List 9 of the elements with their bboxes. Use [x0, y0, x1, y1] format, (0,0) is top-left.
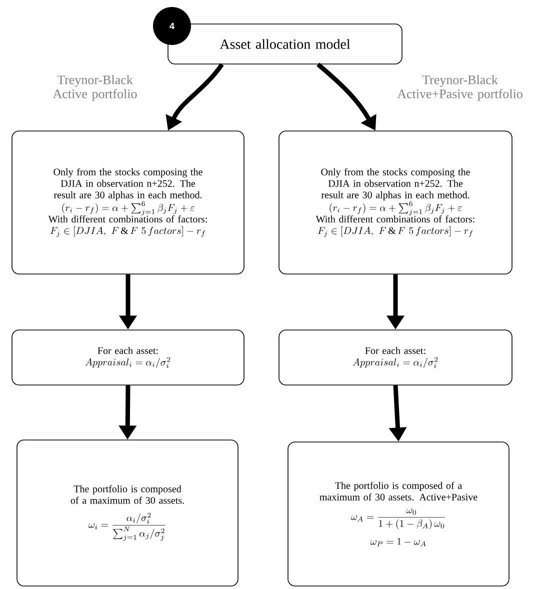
step-badge: 4 — [153, 7, 191, 45]
process-box: Only from the stocks composing the DJIA in observation n+252. The result are 30 alphas in each method. $\left(r_i - r_f\right) = \alpha + \textstyle\sum_{j=1}^{6}\beta_j F_j + \varepsilon$ With different combinations of factors: $F_j \in \left[DJIA,\ F\,\&\,F\ 5\,factors\right] - r_f$ — [278, 130, 512, 274]
edge-label: Treynor-Black Active portfolio — [52, 75, 137, 101]
process-box: The portfolio is composed of a maximum of 30 assets. $\omega_i = \frac{\alpha_i/\sigma_i^2}{\sum_{j=1}^{N}\alpha_j/\sigma_j^2}$ — [16, 440, 238, 586]
edge-label: Treynor-Black Active+Pasive portfolio — [397, 75, 522, 101]
process-box: Only from the stocks composing the DJIA in observation n+252. The result are 30 alphas in each method. $\left(r_i - r_f\right) = \alpha + \textstyle\sum_{j=1}^{6}\beta_j F_j + \varepsilon$ With different combinations of factors: $F_j \in \left[DJIA,\ F\,\&\,F\ 5\,factors\right] - r_f$ — [12, 130, 244, 274]
process-box: For each asset: $Appraisal_i = \alpha_i / \sigma_i^2$ — [278, 330, 512, 386]
process-box: For each asset: $Appraisal_i = \alpha_i / \sigma_i^2$ — [12, 330, 244, 386]
process-box: The portfolio is composed of a maximum of 30 assets. Active+Pasive $\omega_A = \frac{\omega_0}{1+\left(1-\beta_A\right)\omega_0}$ $\omega_P = 1-\omega_A$ — [288, 442, 510, 586]
